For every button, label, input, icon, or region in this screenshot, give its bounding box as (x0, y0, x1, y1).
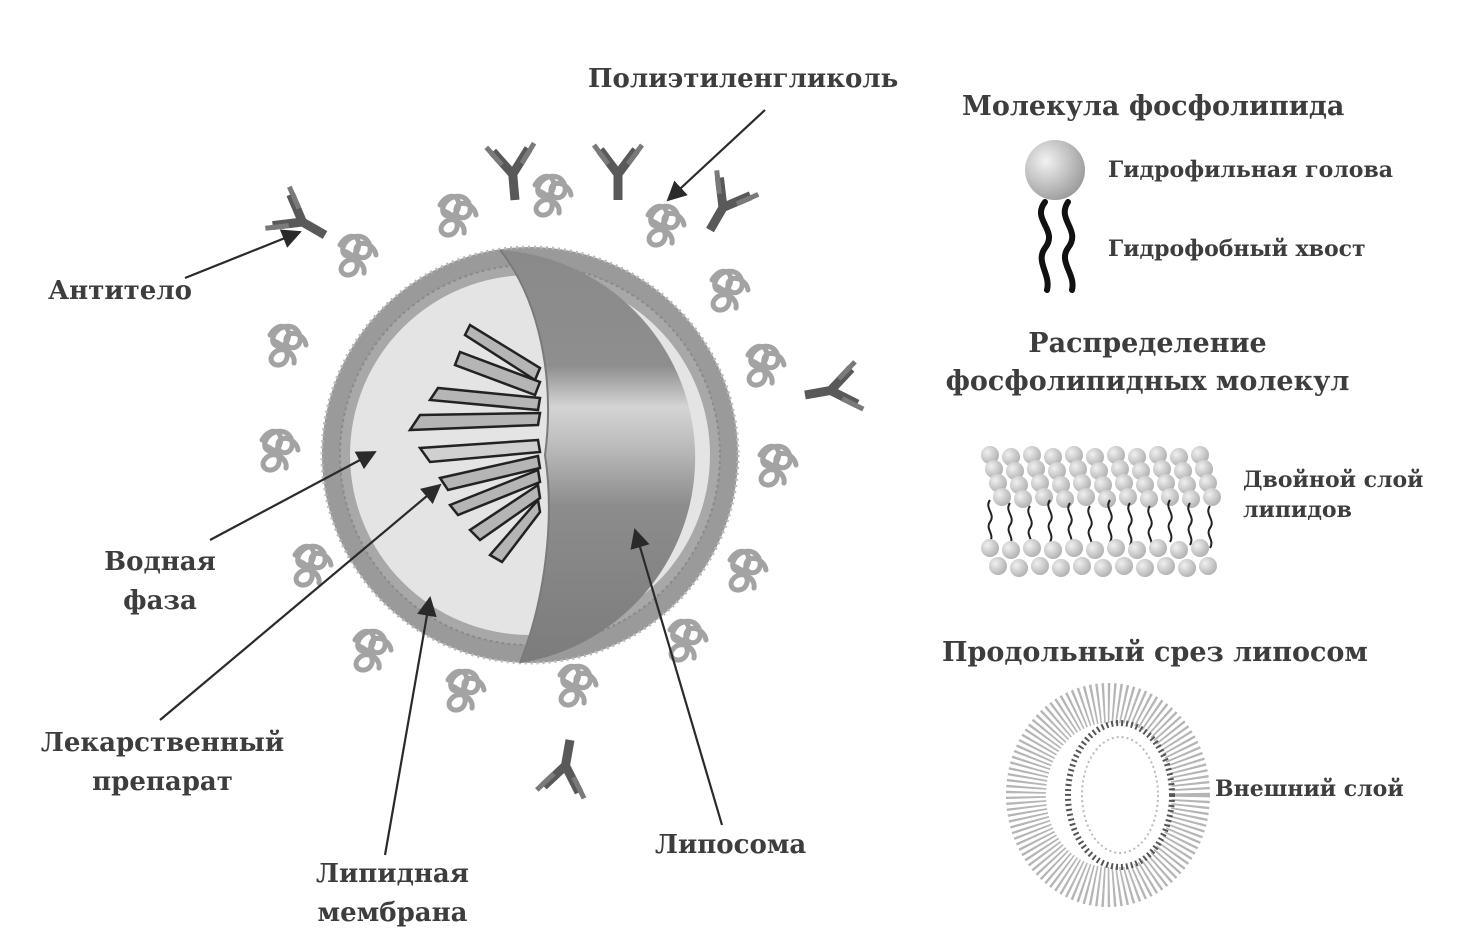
bilayer-label-1: Двойной слой (1243, 464, 1424, 496)
drug-label-2: препарат (30, 763, 295, 801)
bilayer-label-2: липидов (1243, 494, 1352, 526)
distribution-title-1: Распределение (940, 325, 1355, 363)
outer-layer-label: Внешний слой (1215, 773, 1404, 805)
liposome-sphere (322, 247, 738, 663)
hydrophobic-tail-label: Гидрофобный хвост (1108, 233, 1366, 265)
phospholipid-icon (1025, 140, 1085, 290)
hydrophilic-head-label: Гидрофильная голова (1108, 154, 1393, 186)
membrane-label-2: мембрана (305, 894, 480, 932)
cross-section-title: Продольный срез липосом (942, 634, 1368, 672)
liposome-label: Липосома (655, 826, 806, 864)
membrane-label-1: Липидная (305, 855, 480, 893)
distribution-title-2: фосфолипидных молекул (940, 363, 1355, 401)
liposome-cross-section (1026, 703, 1190, 887)
antibody-label: Антитело (48, 272, 192, 310)
peg-label: Полиэтиленгликоль (588, 60, 898, 98)
aqueous-phase-label-2: фаза (100, 582, 220, 620)
drug-label-1: Лекарственный (30, 724, 295, 762)
aqueous-phase-label-1: Водная (100, 543, 220, 581)
lipid-bilayer-icon (981, 446, 1221, 577)
molecule-title: Молекула фосфолипида (962, 88, 1344, 126)
